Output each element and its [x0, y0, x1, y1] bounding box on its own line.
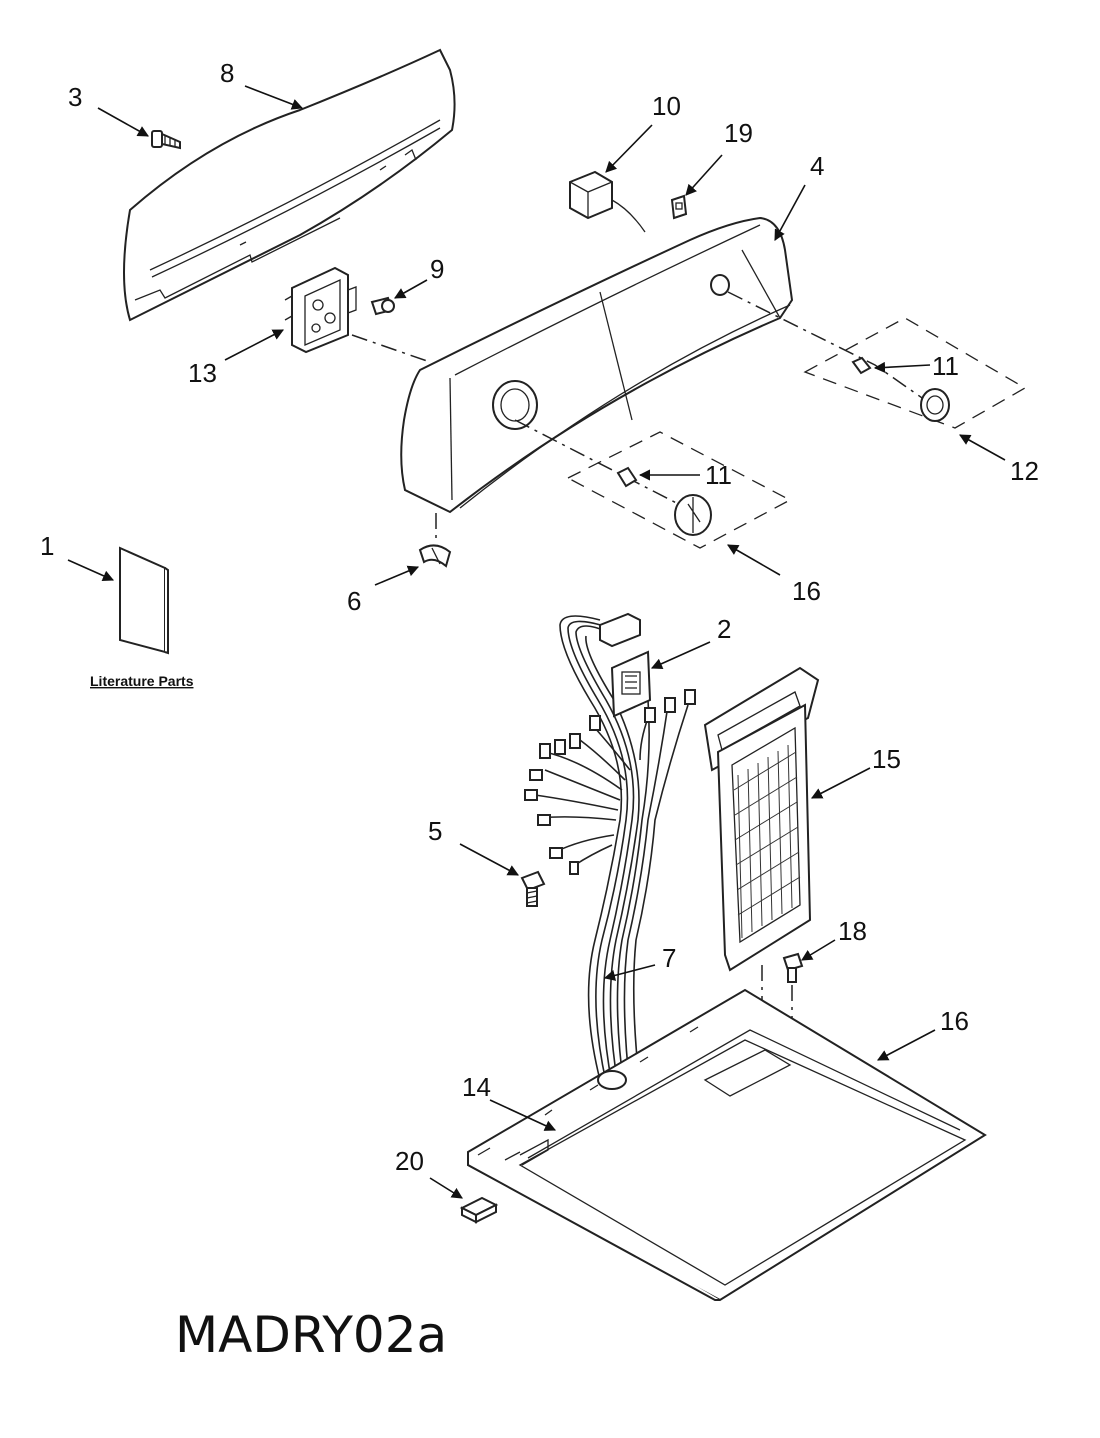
part-9-screw — [370, 296, 395, 316]
callout-9: 9 — [430, 254, 444, 284]
callout-3: 3 — [68, 82, 82, 112]
part-13-timer — [284, 266, 357, 354]
part-19-small-switch — [670, 194, 688, 220]
callout-11-front: 11 — [705, 460, 732, 490]
part-4-console — [400, 216, 794, 514]
part-6-clip — [418, 513, 452, 568]
callout-19: 19 — [724, 118, 753, 148]
callout-1: 1 — [40, 531, 54, 561]
part-20-pad — [459, 1196, 499, 1224]
callout-labels: 8 3 9 13 10 19 4 11 12 11 16 6 1 2 15 5 … — [40, 58, 1039, 1176]
part-15-lint-screen — [703, 666, 820, 972]
leader-lines — [67, 85, 1006, 1199]
diagram-code: MADRY02a — [175, 1306, 447, 1364]
part-16-knob-assembly — [514, 419, 792, 549]
callout-6: 6 — [347, 586, 361, 616]
part-5-screw — [520, 870, 546, 907]
part-3-screw — [151, 130, 181, 150]
callout-12: 12 — [1010, 456, 1039, 486]
callout-2: 2 — [717, 614, 731, 644]
part-2-board — [610, 650, 652, 718]
part-14-top — [467, 988, 987, 1302]
callout-16-top: 16 — [940, 1006, 969, 1036]
callout-11-right: 11 — [932, 351, 959, 381]
callout-20: 20 — [395, 1146, 424, 1176]
part-12-knob-assembly — [727, 291, 1027, 429]
callout-15: 15 — [872, 744, 901, 774]
callout-10: 10 — [652, 91, 681, 121]
callout-13: 13 — [188, 358, 217, 388]
alignment-line-timer — [351, 334, 431, 363]
callout-5: 5 — [428, 816, 442, 846]
part-7-wire-harness — [524, 612, 696, 1089]
callout-8: 8 — [220, 58, 234, 88]
callout-16-knob: 16 — [792, 576, 821, 606]
callout-14: 14 — [462, 1072, 491, 1102]
part-1-literature — [119, 546, 169, 655]
literature-parts-label: Literature Parts — [90, 673, 194, 689]
part-8-rear-panel — [123, 48, 456, 322]
callout-18: 18 — [838, 916, 867, 946]
callout-4: 4 — [810, 151, 824, 181]
callout-7: 7 — [662, 943, 676, 973]
part-10-switch — [569, 170, 646, 233]
